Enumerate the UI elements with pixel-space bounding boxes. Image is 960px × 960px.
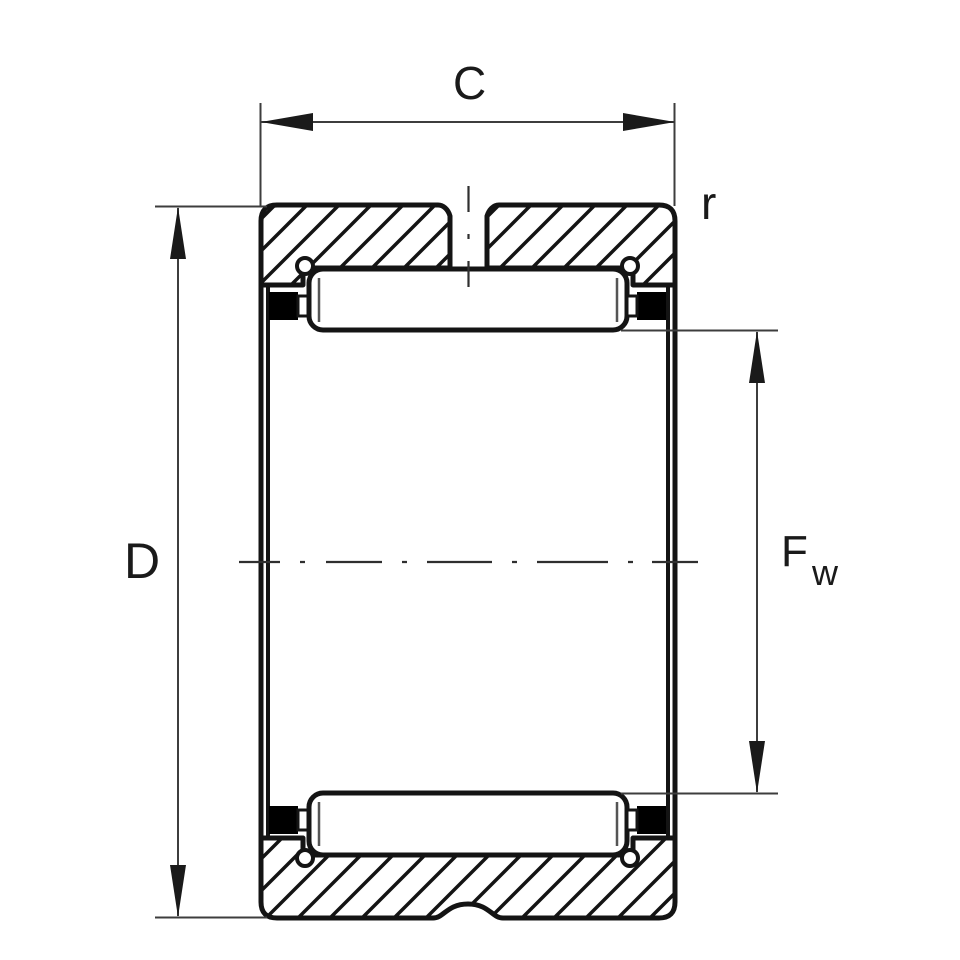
cage-lip-top-right — [625, 294, 639, 318]
cage-section-top-left — [269, 292, 298, 320]
label-corner-radius-r: r — [701, 177, 716, 229]
needle-roller-bottom — [306, 790, 630, 858]
dimension-c: C — [259, 57, 676, 206]
cage — [269, 292, 666, 834]
cage-lip-bottom-right — [625, 808, 639, 832]
roller-body-bottom — [306, 790, 630, 858]
arrowhead-left — [261, 113, 313, 131]
dimension-fw: F w — [621, 329, 839, 795]
cage-lip-bottom-left — [296, 808, 310, 832]
dimension-d: D — [124, 205, 267, 919]
label-raceway-diameter-subscript-w: w — [811, 552, 839, 593]
cage-section-top-right — [637, 292, 666, 320]
arrowhead-bottom — [170, 865, 186, 917]
arrowhead-right — [623, 113, 675, 131]
raceway-relief-undercuts — [295, 256, 640, 868]
cage-section-bottom-right — [637, 806, 666, 834]
relief-circle-bottom-right — [620, 848, 640, 868]
label-raceway-diameter-f: F — [781, 527, 808, 576]
relief-circle-bottom-left — [295, 848, 315, 868]
cage-lip-top-left — [296, 294, 310, 318]
label-width-c: C — [453, 57, 486, 109]
label-outer-diameter-d: D — [124, 533, 160, 589]
arrowhead-top — [170, 207, 186, 259]
outer-ring-bottom-section — [258, 835, 678, 921]
arrowhead-bottom — [749, 741, 765, 793]
relief-circle-top-left — [295, 256, 315, 276]
arrowhead-top — [749, 331, 765, 383]
cage-section-bottom-left — [269, 806, 298, 834]
relief-circle-top-right — [620, 256, 640, 276]
